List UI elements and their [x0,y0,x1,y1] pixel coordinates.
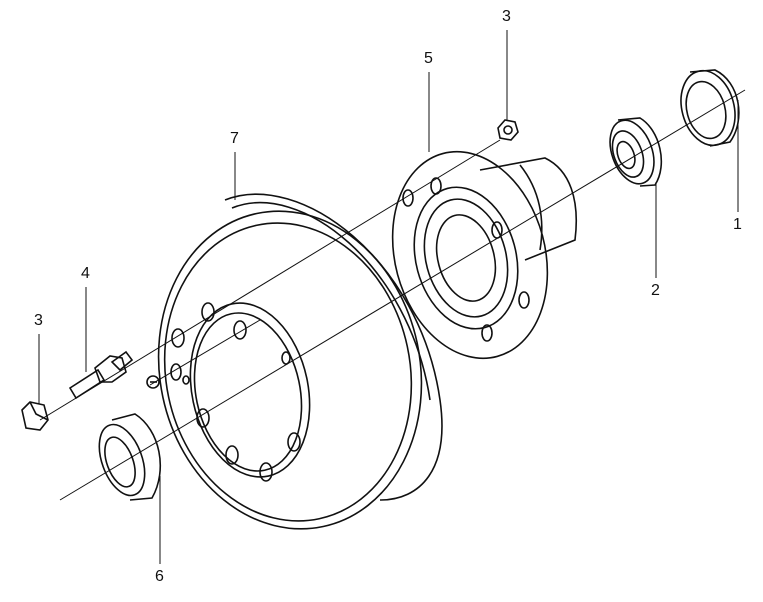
outer-bearing [609,117,663,187]
stud-axis-line [39,139,501,421]
callout-label-wheel-stud: 4 [81,265,90,282]
leader-lines [38,30,739,564]
callout-label-inner-bearing: 6 [155,568,164,585]
wheel-stud [68,350,134,400]
nut-top [497,119,519,141]
oil-seal [680,69,740,147]
screw-axis-line [149,319,261,386]
hub [391,150,577,360]
inner-bearing [98,413,162,501]
callout-label-nut-left: 3 [34,312,43,329]
screw [146,375,160,389]
callout-label-hub: 5 [424,50,433,67]
callout-label-oil-seal: 1 [733,216,742,233]
nut-left [21,401,49,431]
brake-drum [157,193,443,530]
callout-label-nut-top: 3 [502,8,511,25]
callout-label-brake-drum: 7 [230,130,239,147]
callout-label-outer-bearing: 2 [651,282,660,299]
